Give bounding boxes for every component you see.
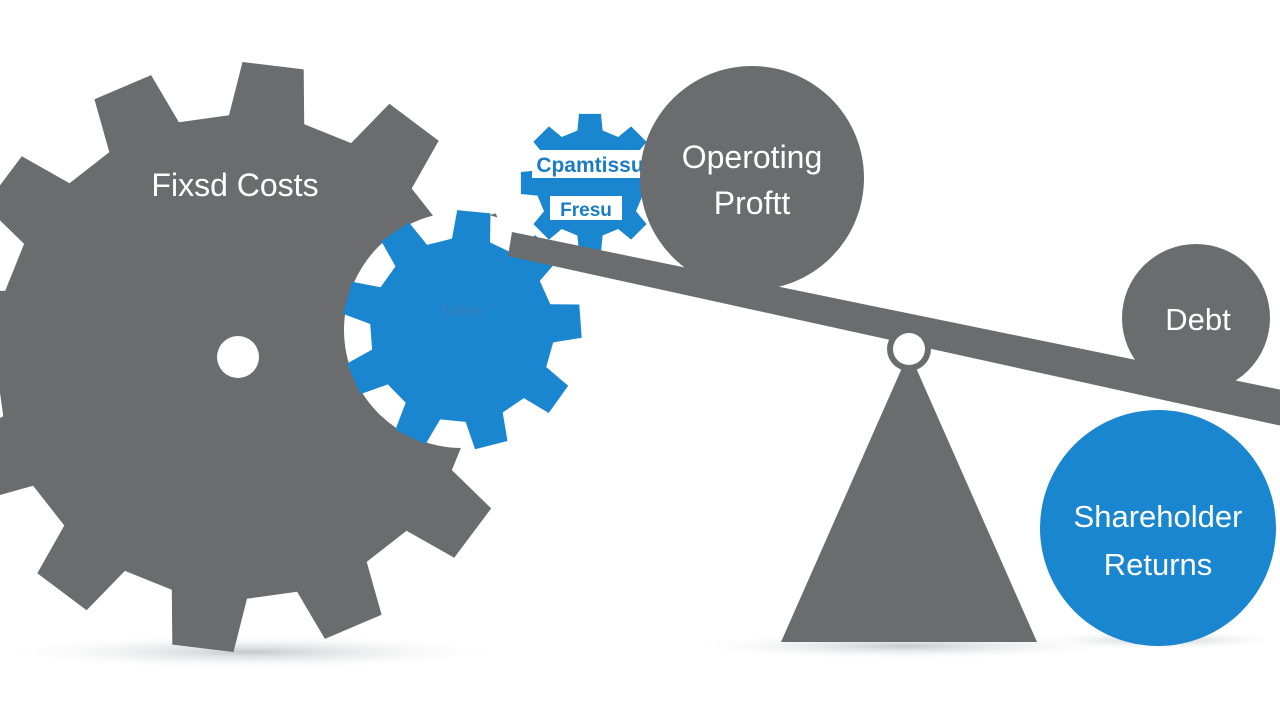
shareholder-returns-node: Shareholder Returns <box>1040 410 1276 646</box>
top-small-gear-icon: Cpamtissu Fresu <box>520 113 660 253</box>
top-gear-label-bg-2 <box>550 196 622 220</box>
operating-profit-node: Operoting Proftt <box>640 66 864 290</box>
fixed-costs-label: Fixsd Costs <box>151 167 318 203</box>
seesaw-fulcrum <box>781 352 1037 642</box>
gear-hub-hole <box>217 336 259 378</box>
fixed-costs-gear-icon: Fixsd Costs <box>0 62 533 652</box>
gear-shadow <box>0 634 510 670</box>
debt-label: Debt <box>1165 302 1231 337</box>
seesaw-pivot-hole <box>893 333 925 365</box>
top-gear-label-bg-1 <box>532 150 656 178</box>
sales-gear-icon: Sales <box>343 210 582 450</box>
sales-gear-label: Sales <box>441 301 484 320</box>
shareholder-returns-line2: Returns <box>1104 547 1213 582</box>
debt-node: Debt <box>1122 244 1270 392</box>
top-gear-label-line2: Fresu <box>560 200 612 221</box>
top-gear-label-line1: Cpamtissu <box>536 154 643 177</box>
operating-profit-line1: Operoting <box>682 139 823 175</box>
operating-profit-line2: Proftt <box>714 185 791 221</box>
shareholder-returns-line1: Shareholder <box>1074 499 1243 534</box>
seesaw-beam <box>508 232 1280 426</box>
